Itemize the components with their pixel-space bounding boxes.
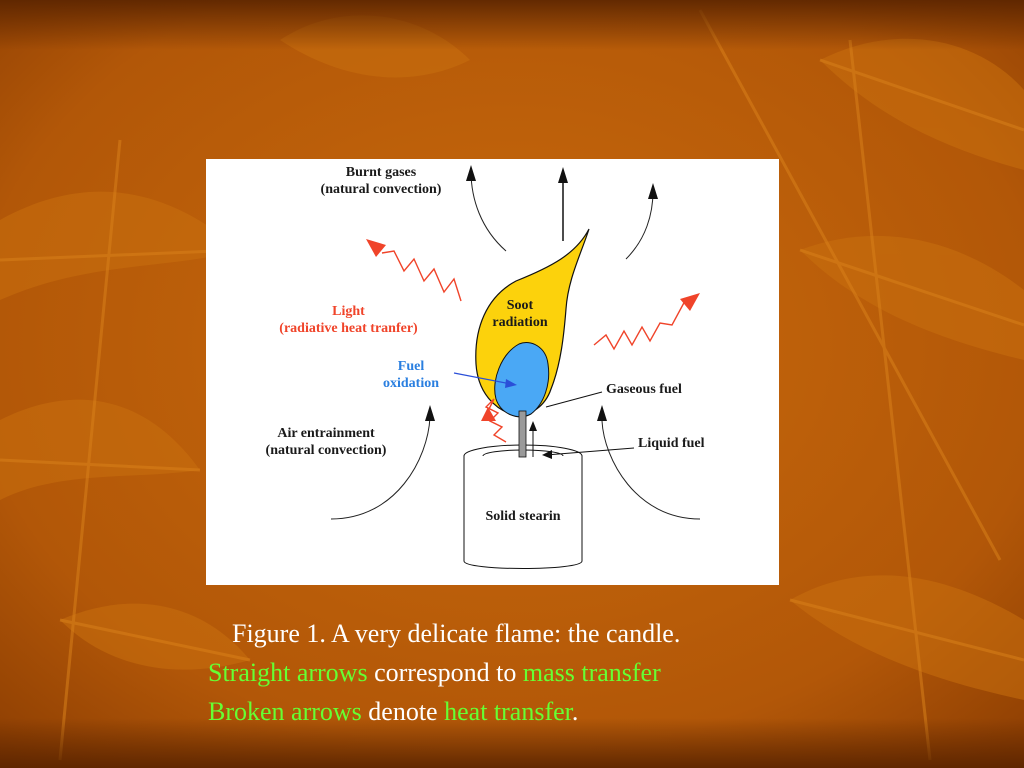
heat-transfer-term: heat transfer (444, 697, 572, 726)
wick (518, 410, 527, 458)
caption-line-1: Figure 1. A very delicate flame: the can… (232, 619, 681, 648)
burnt-gases-arrow-right-head (648, 183, 658, 199)
candle-figure-panel: Burnt gases (natural convection) Light (… (206, 159, 779, 585)
burnt-gases-arrow-left (470, 170, 507, 252)
burnt-gases-label: Burnt gases (natural convection) (320, 165, 442, 197)
fuel-oxidation-label: Fuel oxidation (382, 359, 439, 391)
fuel-oxidation-pointer (453, 372, 512, 385)
air-entrainment-arrow-right (601, 420, 701, 520)
candle-body (463, 456, 583, 569)
heat-arrow-left-top (381, 250, 462, 302)
heat-arrow-right-head (680, 293, 700, 311)
solid-stearin-label: Solid stearin (485, 509, 561, 524)
liquid-fuel-label: Liquid fuel (638, 436, 705, 451)
burnt-gases-arrow-right (625, 190, 654, 260)
fuel-oxidation-pointer-head (505, 379, 517, 388)
liquid-fuel-pointer-head (542, 450, 552, 459)
air-entrainment-arrow-left-head (425, 405, 435, 421)
candle-diagram (330, 165, 701, 569)
heat-arrow-left-bottom-head (481, 407, 496, 421)
heat-arrow-left-top-head (366, 239, 386, 257)
liquid-fuel-pointer (545, 447, 635, 456)
fuel-oxidation-core (494, 342, 550, 418)
gaseous-fuel-pointer (545, 391, 603, 408)
broken-arrows-term: Broken arrows (208, 697, 362, 726)
air-entrainment-arrow-left (330, 416, 431, 520)
soot-radiation-label: Soot radiation (492, 298, 548, 330)
caption-line-3: Broken arrows denote heat transfer. (208, 697, 579, 726)
liquid-flow-arrow-head (529, 421, 537, 431)
straight-arrows-term: Straight arrows (208, 658, 368, 687)
gaseous-fuel-label: Gaseous fuel (606, 382, 682, 397)
burnt-gases-arrow-left-head (466, 165, 476, 181)
heat-arrow-left-bottom (484, 398, 507, 443)
caption-line-2: Straight arrows correspond to mass trans… (208, 658, 661, 687)
air-entrainment-label: Air entrainment (natural convection) (265, 426, 387, 458)
burnt-gases-arrow-center-head (558, 167, 568, 183)
figure-caption: Figure 1. A very delicate flame: the can… (208, 614, 908, 731)
air-entrainment-arrow-right-head (597, 405, 607, 421)
mass-transfer-term: mass transfer (522, 658, 661, 687)
light-label: Light (radiative heat tranfer) (279, 304, 418, 336)
heat-arrow-right (593, 298, 687, 351)
